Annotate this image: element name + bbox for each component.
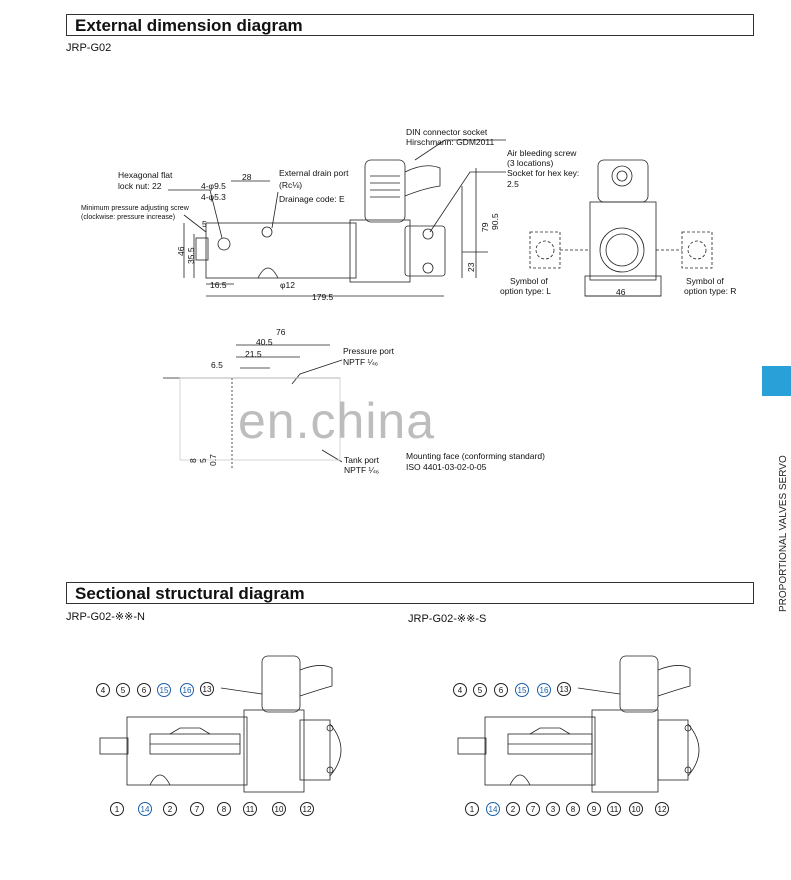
callout: 9 [587, 802, 601, 816]
callout: 10 [272, 802, 286, 816]
dim-40-5: 40.5 [256, 337, 273, 347]
dim-76: 76 [276, 327, 286, 337]
callout: 11 [607, 802, 621, 816]
dim-90-5: 90.5 [490, 213, 500, 230]
mounting-face-label: Mounting face (conforming standard) [406, 451, 545, 461]
dim-28: 28 [242, 172, 252, 182]
symbol-l-label: Symbol of [510, 276, 548, 286]
adjust-screw [195, 237, 209, 261]
callout: 13 [200, 682, 214, 696]
front-body [589, 201, 657, 281]
dim-46: 46 [176, 246, 186, 256]
callout: 14 [486, 802, 500, 816]
din-connector [364, 159, 406, 223]
section-header-sectional: Sectional structural diagram [66, 582, 754, 604]
air-bleed-label: Air bleeding screw [507, 148, 577, 158]
drain-port-label-2: (Rc⅛) [279, 180, 303, 190]
callout: 6 [137, 683, 151, 697]
pressure-port-label-2: NPTF ¼₆ [343, 357, 379, 367]
dim-23: 23 [466, 262, 476, 272]
tank-port-label-2: NPTF ¼₆ [344, 465, 380, 475]
dim-4-95: 4-φ9.5 [201, 181, 226, 191]
min-pressure-label-2: (clockwise: pressure increase) [81, 214, 176, 221]
symbol-r-label: Symbol of [686, 276, 724, 286]
callout: 13 [557, 682, 571, 696]
port-cutout [257, 267, 279, 279]
model-label: JRP-G02 [66, 42, 112, 54]
min-pressure-label: Minimum pressure adjusting screw [81, 205, 189, 212]
model-label-left: JRP-G02-※※-N [66, 611, 145, 623]
air-bleed-label-4: 2.5 [507, 179, 519, 189]
dim-4-53: 4-φ5.3 [201, 192, 226, 202]
solenoid-cap [404, 225, 446, 277]
dim-21-5: 21.5 [245, 349, 262, 359]
callout: 4 [96, 683, 110, 697]
hex-nut-label-2: lock nut: 22 [118, 181, 162, 191]
din-cable [404, 165, 441, 197]
symbol-r-label-2: option type: R [684, 286, 737, 296]
callout: 8 [217, 802, 231, 816]
callout: 15 [515, 683, 529, 697]
dim-16-5: 16.5 [210, 280, 227, 290]
callout: 2 [506, 802, 520, 816]
dim-12: φ12 [280, 280, 295, 290]
callout: 3 [546, 802, 560, 816]
callout: 7 [526, 802, 540, 816]
dim-5: 5 [202, 219, 207, 229]
callout: 7 [190, 802, 204, 816]
drain-port [261, 226, 273, 238]
callout: 10 [629, 802, 643, 816]
dim-0-7: 0.7 [208, 454, 218, 466]
callout: 6 [494, 683, 508, 697]
callout: 12 [300, 802, 314, 816]
air-bleed-label-3: Socket for hex key: [507, 168, 580, 178]
air-bleed-label-2: (3 locations) [507, 158, 554, 168]
dim-8: 8 [188, 458, 198, 463]
dim-5-b: 5 [198, 458, 208, 463]
callout: 1 [465, 802, 479, 816]
section-title: External dimension diagram [75, 16, 303, 35]
solenoid-body [349, 219, 411, 283]
side-tab[interactable] [762, 366, 791, 396]
model-label-right: JRP-G02-※※-S [408, 613, 487, 625]
callout: 11 [243, 802, 257, 816]
callout: 5 [116, 683, 130, 697]
tank-port-label: Tank port [344, 455, 379, 465]
mounting-face-label-2: ISO 4401-03-02-0-05 [406, 462, 487, 472]
drain-port-label: External drain port [279, 168, 349, 178]
dim-35-5: 35.5 [186, 247, 196, 264]
watermark-text: en.china [238, 393, 436, 449]
option-r-block [681, 231, 713, 269]
callout: 14 [138, 802, 152, 816]
section-header-external: External dimension diagram [66, 14, 754, 36]
callout: 15 [157, 683, 171, 697]
callout: 2 [163, 802, 177, 816]
callout: 5 [473, 683, 487, 697]
callout: 1 [110, 802, 124, 816]
dim-79: 79 [480, 222, 490, 232]
din-connector-label-2: Hirschmann: GDM2011 [406, 137, 495, 147]
option-l-block [529, 231, 561, 269]
callout: 16 [180, 683, 194, 697]
mounting-face-outline [179, 377, 341, 461]
din-connector-label: DIN connector socket [406, 127, 488, 137]
callout: 16 [537, 683, 551, 697]
valve-body [205, 222, 357, 279]
section-left [99, 655, 342, 793]
dim-179-5: 179.5 [312, 292, 334, 302]
air-bleed-screw [422, 228, 434, 240]
hex-nut-label: Hexagonal flat [118, 170, 173, 180]
symbol-l-label-2: option type: L [500, 286, 552, 296]
callout: 4 [453, 683, 467, 697]
dim-6-5: 6.5 [211, 360, 223, 370]
callout: 8 [566, 802, 580, 816]
drainage-code-label: Drainage code: E [279, 194, 345, 204]
pressure-port-label: Pressure port [343, 346, 395, 356]
callout: 12 [655, 802, 669, 816]
dim-46-front: 46 [616, 287, 626, 297]
section-right [457, 655, 700, 793]
section-title: Sectional structural diagram [75, 584, 305, 603]
